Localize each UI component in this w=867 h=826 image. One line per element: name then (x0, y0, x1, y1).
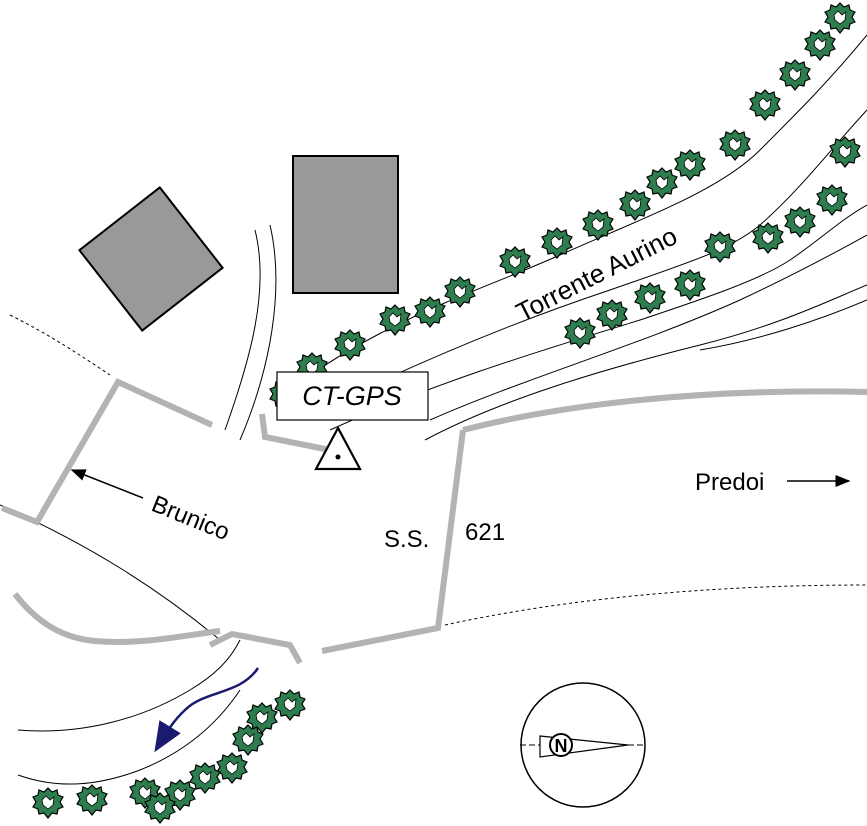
bridge (208, 630, 303, 665)
triangle-with-dot-icon (314, 425, 362, 471)
river-banks (274, 34, 867, 441)
road-prefix-label: S.S. (384, 526, 429, 553)
river-flow-arrow-icon (154, 667, 260, 753)
road-lower-left (12, 592, 221, 645)
east-town-label: Predoi (695, 469, 764, 496)
station-label-box (276, 371, 429, 421)
road-number-label: 621 (465, 519, 505, 546)
building-right (292, 155, 399, 294)
road-station-spur (259, 413, 331, 453)
north-arrow-compass-icon: N (520, 682, 646, 808)
compass-letter: N (555, 736, 568, 756)
west-arrow-icon (70, 469, 144, 499)
road-west-frame (0, 378, 214, 526)
road-east (462, 388, 867, 433)
station-marker: CT-GPS (276, 371, 429, 471)
roads (0, 378, 867, 665)
west-town-label: Brunico (148, 491, 234, 547)
building-left (78, 186, 224, 332)
station-label: CT-GPS (302, 381, 402, 411)
buildings (78, 155, 399, 332)
road-ss621 (321, 429, 466, 654)
